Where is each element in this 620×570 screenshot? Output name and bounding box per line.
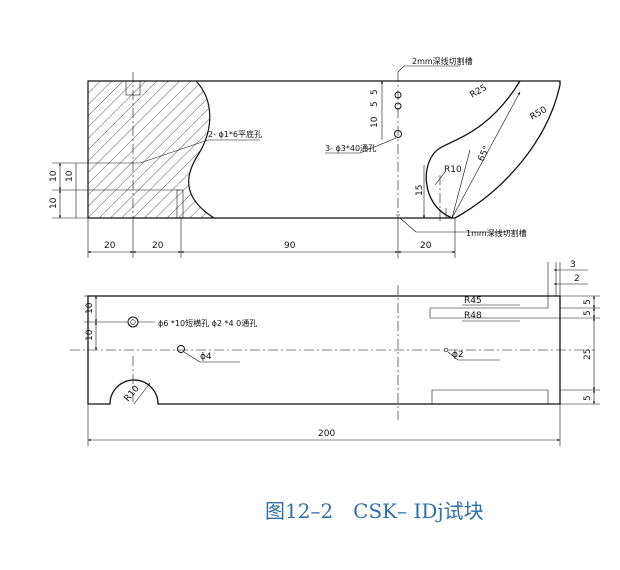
figure-caption: 图12–2 CSK– IDj试块 — [265, 499, 484, 523]
hatched-section — [87, 80, 217, 219]
top-block-outline — [196, 80, 561, 219]
dim-10-c: 10 — [49, 197, 59, 209]
dim-20-a: 20 — [104, 241, 116, 251]
dim-20-b: 20 — [152, 241, 164, 251]
dim-5-right-a: 5 — [583, 299, 593, 305]
dim-200: 200 — [318, 429, 335, 439]
label-side-hole: ϕ6 *10短横孔 ϕ2 *4 0通孔 — [158, 318, 257, 328]
radius-r25: R25 — [469, 83, 489, 101]
radius-r45: R45 — [464, 296, 482, 306]
dim-10-d: 10 — [65, 170, 75, 182]
dim-phi2: ϕ2 — [452, 350, 464, 360]
radius-r10-bottom: R10 — [123, 384, 142, 404]
dim-5-right-c: 5 — [583, 395, 593, 401]
radius-r50: R50 — [529, 105, 550, 123]
bottom-block-outline — [87, 295, 561, 405]
dim-3: 3 — [570, 260, 576, 270]
dim-20-c: 20 — [420, 241, 432, 251]
bottom-view — [70, 262, 600, 446]
dim-2: 2 — [574, 274, 580, 284]
label-2mm-slot: 2mm深线切割槽 — [412, 56, 473, 66]
dim-10-left-b: 10 — [85, 329, 95, 341]
dim-90: 90 — [284, 241, 296, 251]
top-view — [52, 65, 561, 258]
dim-10-b: 10 — [49, 170, 59, 182]
dim-5-b: 5 — [370, 101, 380, 107]
dim-10-a: 10 — [370, 116, 380, 128]
dim-15: 15 — [415, 185, 425, 196]
dim-phi4: ϕ4 — [200, 352, 212, 362]
label-1mm-slot: 1mm深线切割槽 — [466, 228, 527, 238]
concave-arc — [425, 80, 521, 219]
label-flat-bottom-hole: 2- ϕ1*6平底孔 — [208, 129, 262, 139]
dim-5-a: 5 — [370, 89, 380, 95]
dim-25-right: 25 — [583, 349, 593, 360]
radius-r48: R48 — [464, 311, 482, 321]
label-through-hole: 3- ϕ3*40通孔 — [325, 143, 376, 153]
dim-5-right-b: 5 — [583, 310, 593, 316]
dim-10-left-a: 10 — [85, 302, 95, 314]
radius-r10-top: R10 — [444, 165, 462, 175]
